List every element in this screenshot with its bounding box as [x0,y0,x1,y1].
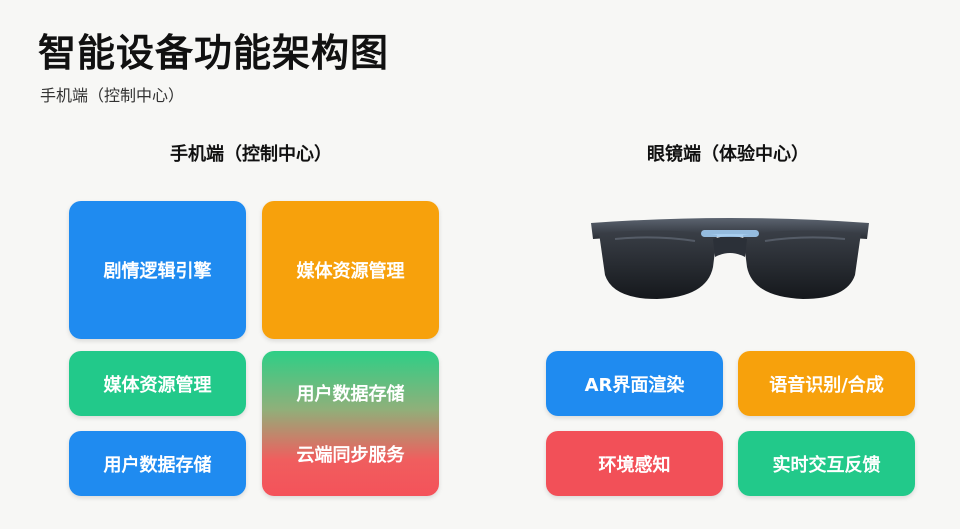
voice-recognition-label: 语音识别/合成 [769,374,884,396]
media-resource-box: 媒体资源管理 [69,351,246,416]
user-data-storage-label: 用户数据存储 [103,454,212,476]
storage-cloud-combo-box: 用户数据存储 云端同步服务 [262,351,439,496]
cloud-sync-service-label: 云端同步服务 [296,444,405,466]
story-logic-engine-label: 剧情逻辑引擎 [103,261,212,282]
user-data-storage-box: 用户数据存储 [69,431,246,496]
media-resource-label-top: 媒体资源管理 [296,261,405,282]
ar-render-box: AR界面渲染 [546,351,723,416]
voice-recognition-box: 语音识别/合成 [738,351,915,416]
glasses-section-heading: 眼镜端（体验中心） [647,144,809,165]
ar-glasses-icon [585,205,875,305]
environment-perception-label: 环境感知 [598,454,671,476]
story-logic-engine-box: 剧情逻辑引擎 [69,201,246,339]
environment-perception-box: 环境感知 [546,431,723,496]
user-data-storage-label-combo: 用户数据存储 [296,384,405,406]
phone-section-heading: 手机端（控制中心） [170,144,332,165]
page-subtitle: 手机端（控制中心） [40,86,185,105]
media-resource-label: 媒体资源管理 [103,374,212,396]
page-title: 智能设备功能架构图 [38,31,390,75]
realtime-feedback-box: 实时交互反馈 [738,431,915,496]
ar-render-label: AR界面渲染 [584,374,685,396]
media-resource-box-top: 媒体资源管理 [262,201,439,339]
realtime-feedback-label: 实时交互反馈 [772,454,881,476]
